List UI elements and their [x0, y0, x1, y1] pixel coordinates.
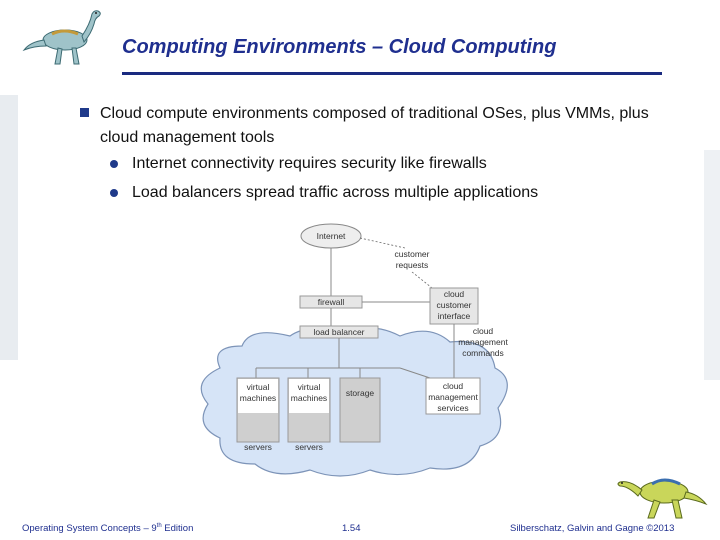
dinosaur-logo-icon: [22, 10, 101, 65]
dinosaur-footer-icon: [617, 478, 708, 519]
customer-requests-label-2: requests: [396, 260, 429, 270]
vm2-label-1: virtual: [298, 382, 321, 392]
cci-label-2: customer: [437, 300, 472, 310]
title-underline: [122, 72, 662, 75]
bullet-dot-icon: [110, 160, 118, 168]
vm2-label-2: machines: [291, 393, 327, 403]
cms-label-2: management: [428, 392, 478, 402]
bullet-dot-icon: [110, 189, 118, 197]
vm1-label-1: virtual: [247, 382, 270, 392]
slide-title: Computing Environments – Cloud Computing: [122, 36, 557, 58]
cloud-management-services-box: [425, 377, 481, 415]
cms-label-1: cloud: [443, 381, 464, 391]
load-balancer-label: load balancer: [313, 327, 364, 337]
cmc-label-1: cloud: [473, 326, 494, 336]
firewall-label: firewall: [318, 297, 345, 307]
cms-label-3: services: [437, 403, 468, 413]
sub-bullet-1: Internet connectivity requires security …: [132, 155, 487, 172]
right-side-band: [704, 150, 720, 380]
footer-book-title: Operating System Concepts – 9th Edition: [22, 523, 194, 535]
sub-bullet-2: Load balancers spread traffic across mul…: [132, 184, 539, 201]
servers-label-2: servers: [295, 442, 323, 452]
vm1-label-2: machines: [240, 393, 276, 403]
internet-label: Internet: [317, 231, 346, 241]
cloud-customer-interface-box: [429, 287, 479, 325]
cloud-diagram: Internet customer requests firewall clou…: [200, 223, 508, 477]
footer-page-number: 1.54: [342, 523, 361, 534]
storage-box: [339, 377, 381, 443]
cci-label-1: cloud: [444, 289, 465, 299]
storage-label: storage: [346, 388, 375, 398]
cmc-label-2: management: [458, 337, 508, 347]
main-bullet-text: Cloud compute environments composed of t…: [100, 105, 649, 146]
servers-label-1: servers: [244, 442, 272, 452]
cmc-label-3: commands: [462, 348, 504, 358]
customer-requests-label-1: customer: [395, 249, 430, 259]
footer-authors: Silberschatz, Galvin and Gagne ©2013: [510, 523, 675, 534]
left-side-band: [0, 95, 18, 360]
bullet-square-icon: [80, 108, 89, 117]
cci-label-3: interface: [438, 311, 471, 321]
